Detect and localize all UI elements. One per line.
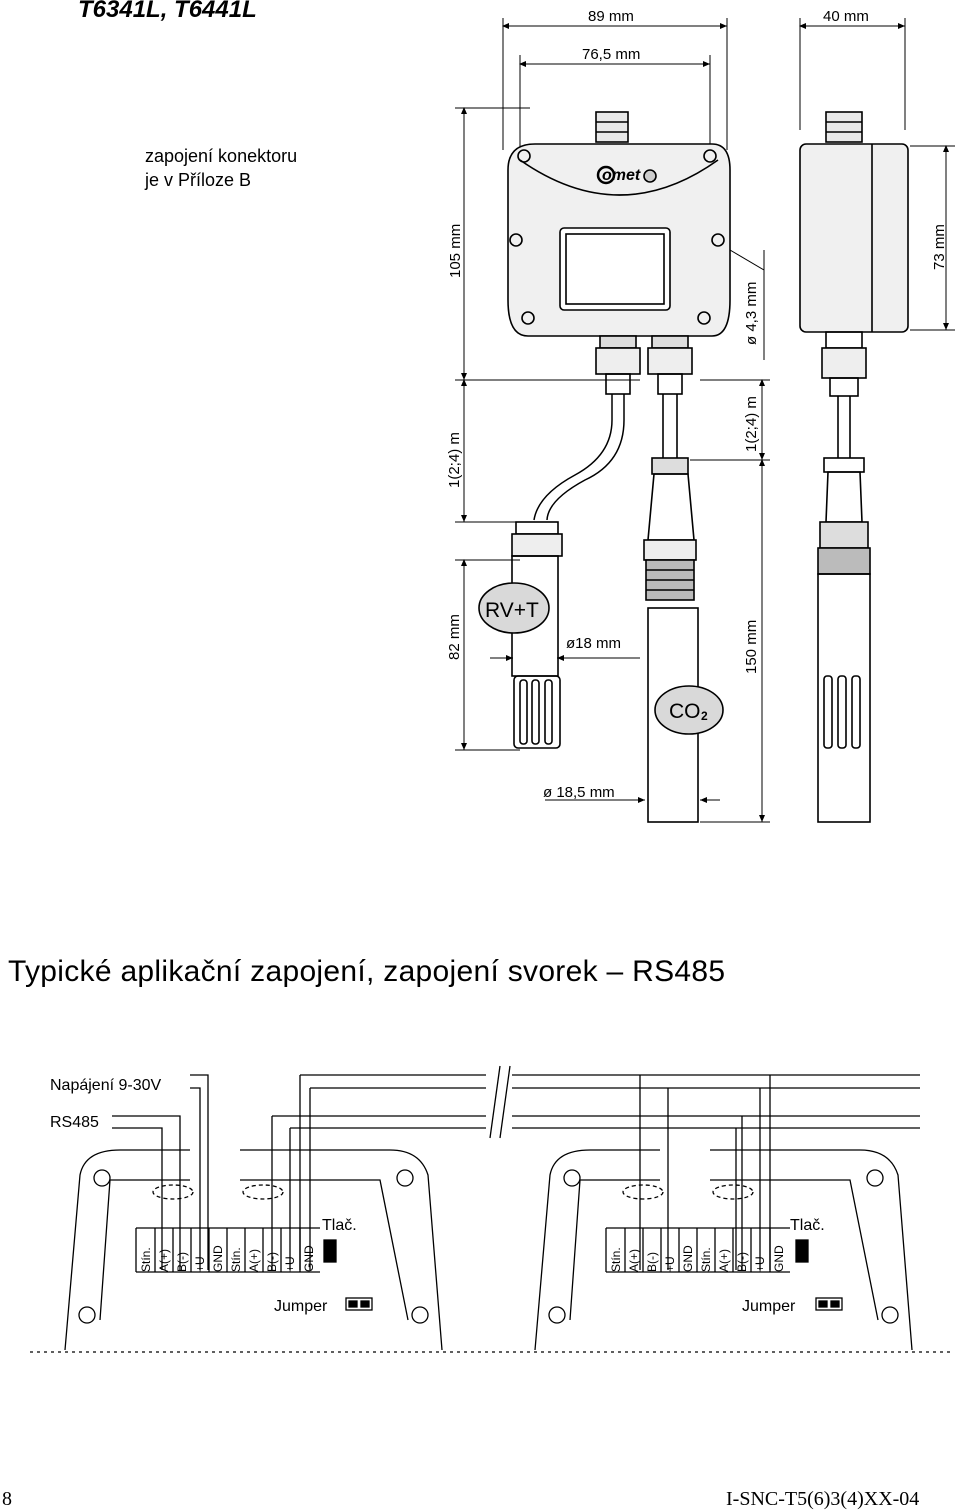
terminal-label: B(-)	[645, 1252, 659, 1272]
terminal-label: GND	[772, 1245, 786, 1272]
dim-cable-left: 1(2;4) m	[446, 432, 463, 488]
terminal-label: Stín.	[139, 1247, 153, 1272]
terminal-label: GND	[211, 1245, 225, 1272]
jumper-label-left: Jumper	[274, 1298, 328, 1315]
terminal-label: Stín.	[699, 1247, 713, 1272]
model-title: T6341L, T6441L	[78, 0, 257, 23]
terminal-label: B(-)	[175, 1252, 189, 1272]
terminal-label: Stín.	[229, 1247, 243, 1272]
terminal-label: Stín.	[609, 1247, 623, 1272]
terminal-label: A(+)	[627, 1249, 641, 1272]
connector-note-line2: je v Příloze B	[145, 170, 252, 190]
comet-logo: omet	[602, 167, 641, 184]
terminal-labels-left: Stín. A(+) B(-) +U GND Stín. A(+) B(-) +…	[139, 1245, 316, 1272]
terminal-label: A(+)	[157, 1249, 171, 1272]
dim-height-side: 73 mm	[931, 224, 948, 270]
terminal-label: A(+)	[717, 1249, 731, 1272]
dim-probe-co2-dia: ø 18,5 mm	[543, 784, 615, 801]
dimension-labels: 89 mm 76,5 mm 40 mm 105 mm 73 mm ø 4,3 m…	[446, 8, 948, 801]
dim-width-inner: 76,5 mm	[582, 46, 640, 63]
dim-height-box: 105 mm	[447, 224, 464, 278]
probe-label-rh: RV+T	[485, 599, 539, 622]
terminal-label: +U	[193, 1256, 207, 1272]
wiring-power-label: Napájení 9-30V	[50, 1077, 162, 1094]
dimension-lines	[455, 18, 955, 823]
wiring-bus-label: RS485	[50, 1114, 99, 1131]
terminal-label: A(+)	[247, 1249, 261, 1272]
dim-cable-right: 1(2;4) m	[743, 396, 760, 452]
connector-note-line1: zapojení konektoru	[145, 146, 298, 166]
button-label-left: Tlač.	[322, 1217, 357, 1234]
wiring-diagram	[30, 1065, 950, 1353]
terminal-label: +U	[283, 1256, 297, 1272]
probe-label-co2: CO	[669, 700, 701, 723]
terminal-label: +U	[753, 1256, 767, 1272]
probe-label-co2-sub: 2	[701, 709, 708, 723]
terminal-label: GND	[302, 1245, 316, 1272]
device-front-view	[478, 111, 731, 823]
page-number: 8	[2, 1488, 12, 1510]
button-label-right: Tlač.	[790, 1217, 825, 1234]
dim-probe-co2-len: 150 mm	[743, 620, 760, 674]
terminal-labels-right: Stín. A(+) B(-) +U GND Stín. A(+) B(-) +…	[609, 1245, 786, 1272]
dim-width-total: 89 mm	[588, 8, 634, 25]
comet-logo-mark	[596, 165, 616, 185]
terminal-label: +U	[663, 1256, 677, 1272]
section-heading: Typické aplikační zapojení, zapojení svo…	[8, 955, 726, 988]
screw-holes	[509, 149, 725, 325]
jumper-label-right: Jumper	[742, 1298, 796, 1315]
terminal-label: B(-)	[265, 1252, 279, 1272]
terminal-label: GND	[681, 1245, 695, 1272]
device-side-view	[799, 111, 909, 823]
terminal-label: B(-)	[735, 1252, 749, 1272]
dim-probe-rh-len: 82 mm	[446, 614, 463, 660]
dim-depth: 40 mm	[823, 8, 869, 25]
dim-probe-rh-dia: ø18 mm	[566, 635, 621, 652]
dim-hole: ø 4,3 mm	[743, 282, 760, 345]
document-code: I-SNC-T5(6)3(4)XX-04	[726, 1488, 920, 1510]
connector-note: zapojení konektoru je v Příloze B	[145, 144, 297, 192]
